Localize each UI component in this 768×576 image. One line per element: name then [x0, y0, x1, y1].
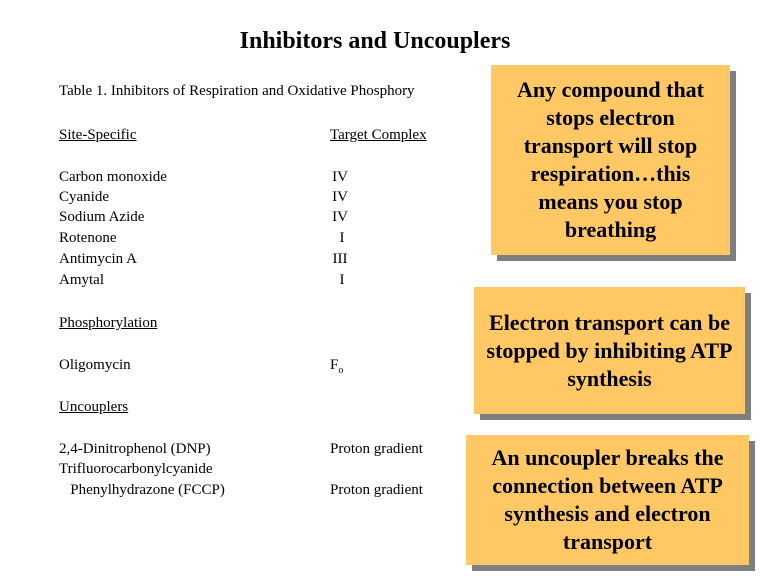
callout-text: Any compound that stops electron transpo… [516, 77, 705, 242]
table-row-compound: Oligomycin [59, 357, 131, 373]
table-row-compound: Phenylhydrazone (FCCP) [59, 482, 225, 498]
header-site-specific: Site-Specific [59, 127, 137, 143]
table-row-target: I [339, 230, 345, 246]
table-row-compound: Trifluorocarbonylcyanide [59, 461, 213, 477]
table-row-target: I [339, 272, 345, 288]
table-row-target: Proton gradient [330, 482, 423, 498]
table-row-target: Proton gradient [330, 441, 423, 457]
table-row-compound: Carbon monoxide [59, 169, 167, 185]
header-target-complex: Target Complex [330, 127, 427, 143]
table-row-compound: Antimycin A [59, 251, 137, 267]
slide-title-text: Inhibitors and Uncouplers [239, 28, 511, 54]
table-row-target: IV [332, 209, 348, 225]
target-subscript: o [338, 365, 344, 376]
table-caption: Table 1. Inhibitors of Respiration and O… [59, 83, 415, 99]
table-row-target: IV [332, 189, 348, 205]
table-row-compound: Amytal [59, 272, 104, 288]
table-row-compound: Cyanide [59, 189, 109, 205]
table-row-target: III [332, 251, 348, 267]
callout-respiration: Any compound that stops electron transpo… [491, 65, 730, 255]
table-row-compound: Rotenone [59, 230, 117, 246]
section-heading-phosphorylation: Phosphorylation [59, 315, 158, 331]
callout-uncoupler: An uncoupler breaks the connection betwe… [466, 435, 749, 565]
table-row-target: IV [332, 169, 348, 185]
slide-title: Inhibitors and Uncouplers [0, 28, 768, 55]
table-row-compound: Sodium Azide [59, 209, 145, 225]
table-row-compound: 2,4-Dinitrophenol (DNP) [59, 441, 211, 457]
table-row-target: Fo [330, 355, 343, 381]
callout-atp-synthesis: Electron transport can be stopped by inh… [474, 287, 745, 414]
callout-text: Electron transport can be stopped by inh… [486, 309, 733, 391]
target-main: F [330, 357, 339, 373]
callout-text: An uncoupler breaks the connection betwe… [491, 445, 724, 554]
section-heading-uncouplers: Uncouplers [59, 399, 129, 415]
